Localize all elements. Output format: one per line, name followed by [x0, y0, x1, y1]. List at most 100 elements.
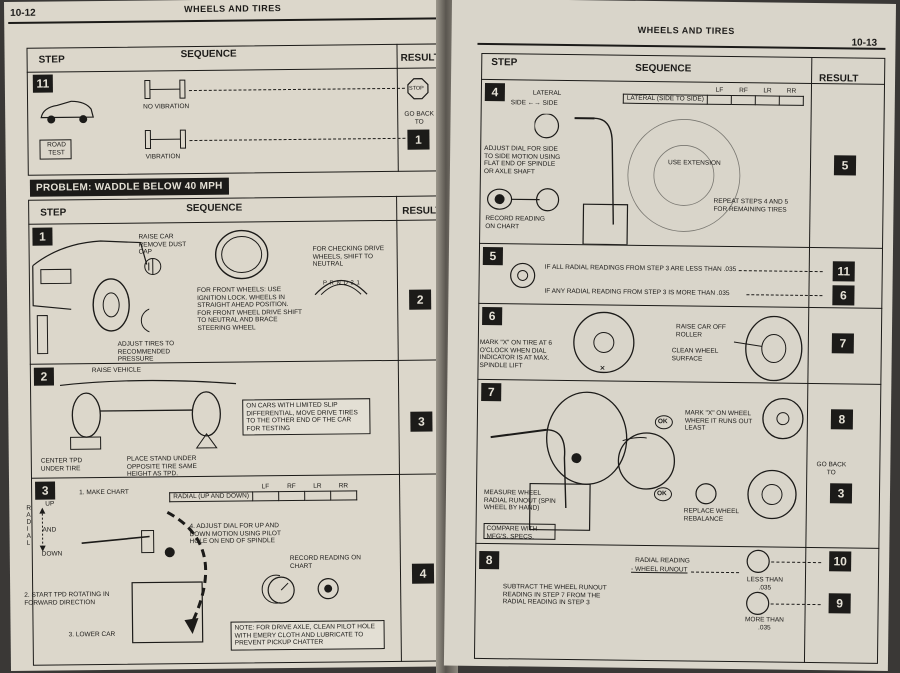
steering-wheel-icon — [214, 229, 269, 280]
gauge-face-icon — [317, 578, 339, 600]
make-chart-caption: 1. MAKE CHART — [79, 488, 129, 497]
radial-chart-table: LF RF LR RR RADIAL (UP AND DOWN) — [169, 481, 357, 502]
subtract-caption: SUBTRACT THE WHEEL RUNOUT READING IN STE… — [502, 583, 607, 607]
mark-x-wheel-caption: MARK "X" ON WHEEL WHERE IT RUNS OUT LEAS… — [684, 409, 753, 432]
record-reading-caption: RECORD READING ON CHART — [485, 214, 545, 230]
wheel-illustration — [733, 315, 803, 382]
adjust-dial-caption: ADJUST DIAL FOR SIDE TO SIDE MOTION USIN… — [483, 144, 561, 176]
car-front-illustration — [32, 240, 150, 355]
hub-icon — [144, 257, 162, 275]
gear-selector-icon — [314, 280, 368, 296]
result-number: 10 — [829, 551, 852, 572]
road-test-label: ROAD TEST — [47, 141, 66, 157]
col-step: STEP — [40, 207, 67, 219]
left-page-header: WHEELS AND TIRES — [184, 3, 282, 15]
chart-col: LF — [715, 86, 724, 94]
radial-vertical-label: RADIAL — [26, 504, 32, 547]
header-rule — [8, 17, 441, 24]
header-rule — [477, 42, 886, 50]
go-back-label: GO BACK TO — [404, 110, 435, 126]
up-down-arrow-icon — [39, 507, 46, 552]
lateral-chart-table: LF RF LR RR LATERAL (SIDE TO SIDE) — [623, 85, 804, 106]
more-than-label: MORE THAN .035 — [744, 616, 784, 632]
use-extension-caption: USE EXTENSION — [668, 159, 721, 167]
vibration-label: VIBRATION — [145, 153, 181, 161]
dial-gauge-icon — [746, 591, 770, 615]
chart-row-label: LATERAL (SIDE TO SIDE) — [623, 93, 708, 104]
record-reading-caption: RECORD READING ON CHART — [289, 554, 362, 570]
axle-icon — [144, 79, 186, 100]
step-number: 2 — [33, 367, 55, 386]
col-sequence: SEQUENCE — [180, 48, 237, 61]
col-sequence: SEQUENCE — [635, 62, 692, 75]
step-number: 6 — [482, 306, 503, 326]
dial-gauge-icon — [510, 262, 536, 289]
stop-sign-icon — [407, 78, 429, 100]
chart-col: RR — [786, 87, 797, 95]
result-number: 11 — [832, 261, 855, 282]
center-tpd-caption: CENTER TPD UNDER TIRE — [40, 457, 83, 473]
col-result: RESULT — [400, 52, 440, 64]
formula-top: RADIAL READING — [635, 556, 690, 565]
step-number: 4 — [484, 82, 506, 102]
mark-x-tire-caption: MARK "X" ON TIRE AT 6 O'CLOCK WHEN DIAL … — [479, 338, 553, 369]
chart-row-label: RADIAL (UP AND DOWN) — [169, 491, 253, 502]
step-number: 8 — [479, 550, 500, 570]
dial-indicator-illustration — [81, 510, 281, 644]
dial-indicator-illustration — [533, 113, 741, 246]
result-number: 9 — [828, 593, 851, 614]
tire-x-icon: ✕ — [573, 311, 635, 374]
dial-gauge-icon — [267, 576, 295, 604]
axle-on-stands-illustration — [59, 379, 237, 450]
side-to-side-label: SIDE ←→ SIDE — [510, 99, 558, 107]
dial-gauge-icon — [486, 188, 560, 212]
place-stand-caption: PLACE STAND UNDER OPPOSITE TIRE SAME HEI… — [126, 455, 197, 478]
result-number: 3 — [410, 411, 433, 432]
left-page-number: 10-12 — [10, 7, 36, 19]
step-number: 5 — [482, 246, 503, 266]
axle-icon — [144, 129, 187, 150]
go-back-label: GO BACK TO — [816, 461, 847, 476]
result-number: 3 — [829, 483, 853, 504]
repeat-caption: REPEAT STEPS 4 AND 5 FOR REMAINING TIRES — [713, 197, 789, 214]
drive-wheels-caption: FOR CHECKING DRIVE WHEELS, SHIFT TO NEUT… — [312, 245, 385, 268]
result-number: 8 — [830, 409, 854, 430]
result-number: 6 — [832, 285, 855, 306]
formula-bottom: - WHEEL RUNOUT — [631, 565, 688, 574]
col-sequence: SEQUENCE — [186, 202, 243, 215]
dial-gauge-icon — [695, 483, 717, 505]
wheel-x-icon — [762, 397, 804, 440]
adjust-tires-caption: ADJUST TIRES TO RECOMMENDED PRESSURE — [117, 340, 175, 363]
col-step: STEP — [491, 57, 518, 69]
raise-car-caption: RAISE CAR OFF ROLLER — [675, 323, 726, 339]
chart-col: RF — [739, 86, 748, 94]
problem-banner: PROBLEM: WADDLE BELOW 40 MPH — [29, 177, 229, 197]
result-number: 5 — [833, 155, 857, 176]
ok-badge: OK — [657, 418, 668, 426]
left-page: 10-12 WHEELS AND TIRES STEP SEQUENCE RES… — [4, 0, 451, 671]
chart-col: RF — [287, 482, 296, 490]
drive-axle-note: NOTE: FOR DRIVE AXLE, CLEAN PILOT HOLE W… — [230, 620, 385, 651]
step-number: 3 — [35, 481, 56, 500]
front-wheels-caption: FOR FRONT WHEELS: USE IGNITION LOCK. WHE… — [196, 286, 302, 332]
adjust-dial-caption: 4. ADJUST DIAL FOR UP AND DOWN MOTION US… — [189, 522, 281, 546]
result-number: 1 — [407, 129, 430, 150]
lower-car-caption: 3. LOWER CAR — [68, 630, 116, 639]
result-number: 2 — [409, 289, 432, 310]
right-page: WHEELS AND TIRES 10-13 STEP SEQUENCE RES… — [443, 0, 896, 671]
svg-text:✕: ✕ — [599, 365, 605, 372]
stop-label: STOP — [408, 85, 424, 92]
measure-runout-caption: MEASURE WHEEL RADIAL RUNOUT (SPIN WHEEL … — [483, 489, 556, 512]
chart-col: LF — [261, 482, 270, 491]
col-step: STEP — [38, 54, 65, 66]
chart-col: RR — [338, 482, 349, 490]
right-page-header: WHEELS AND TIRES — [637, 24, 735, 37]
result-number: 4 — [411, 563, 435, 584]
result-number: 7 — [831, 333, 854, 354]
clean-wheel-caption: CLEAN WHEEL SURFACE — [671, 347, 719, 363]
car-illustration — [40, 100, 94, 124]
gear-labels: P R N D 2 1 — [322, 280, 361, 287]
wheel-icon — [747, 469, 797, 520]
raise-vehicle-caption: RAISE VEHICLE — [91, 366, 142, 375]
compare-specs-caption: COMPARE WITH MFG'S. SPECS. — [486, 525, 538, 541]
